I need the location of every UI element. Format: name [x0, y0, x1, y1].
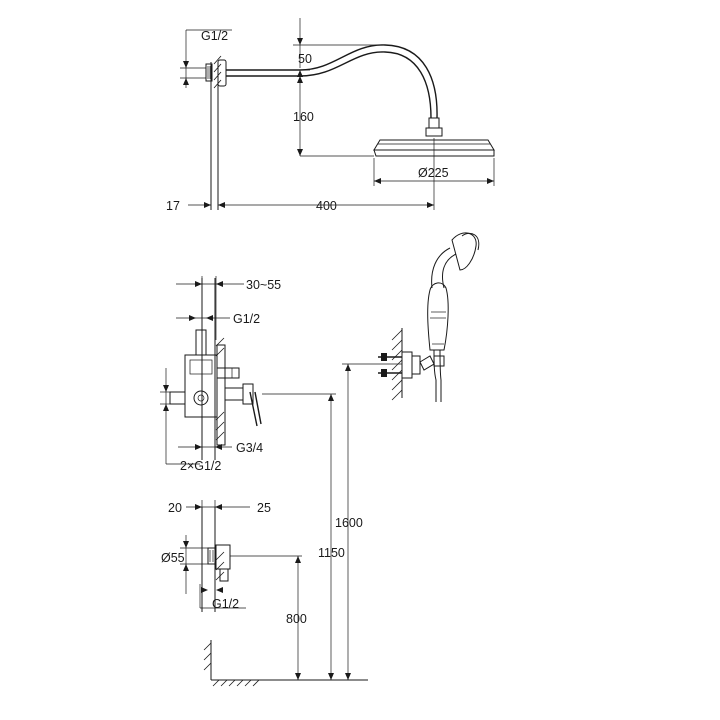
label-arm-length: 400 — [316, 199, 337, 213]
dim-arm-drop: 50 — [293, 18, 388, 77]
dim-wall-offset-and-arm-length: 17 400 — [166, 199, 434, 213]
label-bracket-connection: G1/2 — [212, 597, 239, 611]
dim-height-bracket: 800 — [286, 556, 307, 680]
overhead-shower-assembly: G1/2 50 160 Ø225 — [166, 18, 495, 213]
valve-handle — [249, 391, 258, 427]
wall-outlet-assembly: 20 25 Ø55 G1/2 — [161, 500, 302, 612]
dim-bracket-depth: 20 25 — [168, 500, 271, 540]
label-wall-offset: 17 — [166, 199, 180, 213]
dim-bracket-diameter: Ø55 — [161, 535, 208, 594]
dim-bracket-connection: G1/2 — [199, 584, 246, 611]
floor-and-height-dimensions: 800 1150 1600 — [203, 364, 368, 687]
label-head-diameter: Ø225 — [418, 166, 449, 180]
label-bracket-diameter: Ø55 — [161, 551, 185, 565]
label-height-valve: 1150 — [318, 546, 345, 560]
dim-top-connection: G1/2 — [180, 29, 232, 88]
hand-shower-assembly — [342, 232, 480, 402]
hand-shower-handle — [427, 282, 449, 351]
label-height-bracket: 800 — [286, 612, 307, 626]
floor-hatch — [203, 642, 260, 687]
shower-hose — [433, 349, 437, 402]
dim-head-diameter: Ø225 — [373, 158, 495, 186]
shower-arm — [226, 44, 438, 119]
dim-valve-inlet-height — [160, 368, 200, 465]
label-arm-height: 160 — [293, 110, 314, 124]
label-height-hand-shower: 1600 — [335, 516, 363, 530]
wall-outlet-elbow — [215, 544, 231, 570]
hand-shower-head — [451, 232, 477, 271]
wall-hatch-hand-shower — [391, 329, 403, 401]
valve-cover-plate — [216, 344, 226, 446]
label-valve-outlet: G3/4 — [236, 441, 263, 455]
concealed-valve-assembly: 30~55 G1/2 G3/4 2×G1/2 — [160, 276, 336, 473]
label-arm-drop: 50 — [298, 52, 312, 66]
shower-head — [373, 117, 495, 157]
dim-valve-outlets: G3/4 2×G1/2 — [178, 441, 263, 473]
label-valve-inlets: 2×G1/2 — [180, 459, 221, 473]
dim-wall-depth: 30~55 — [176, 276, 281, 340]
label-bracket-depth-left: 20 — [168, 501, 182, 515]
label-bracket-depth-right: 25 — [257, 501, 271, 515]
label-wall-depth: 30~55 — [246, 278, 281, 292]
dim-height-valve: 1150 — [318, 394, 345, 680]
label-top-connection: G1/2 — [201, 29, 228, 43]
dim-height-hand-shower: 1600 — [335, 364, 363, 680]
dim-arm-height: 160 — [293, 76, 374, 157]
label-valve-connection: G1/2 — [233, 312, 260, 326]
dim-valve-connection: G1/2 — [176, 312, 260, 326]
